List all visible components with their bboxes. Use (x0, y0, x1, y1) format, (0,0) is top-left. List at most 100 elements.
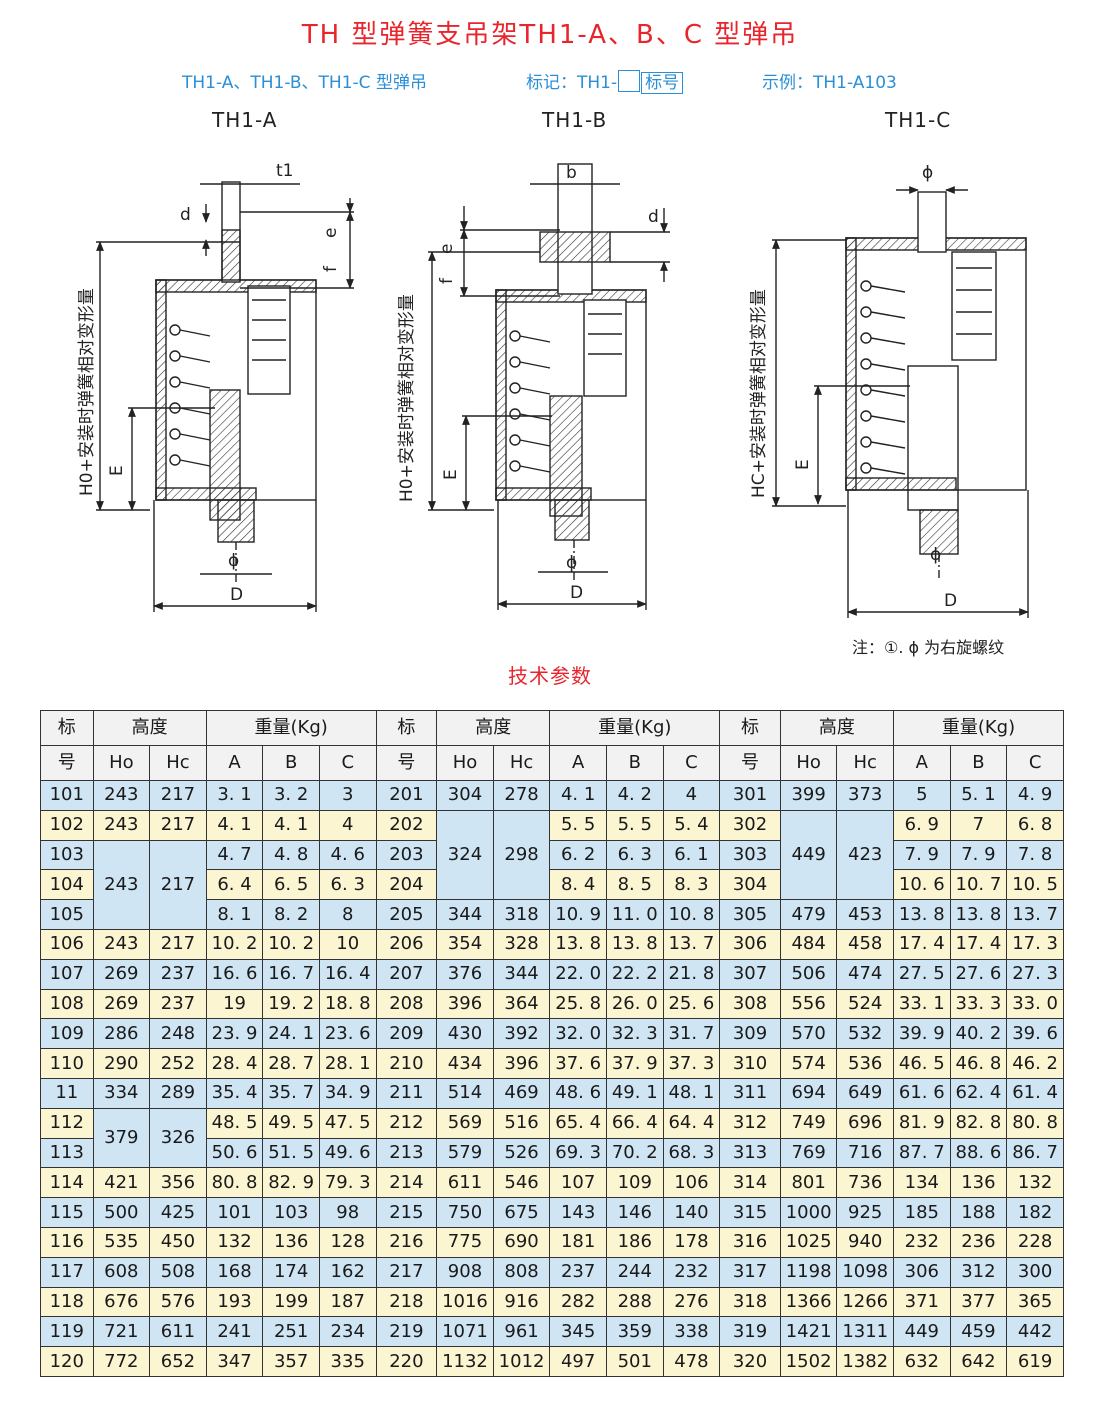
table-cell: 306 (893, 1256, 951, 1288)
table-cell: 749 (779, 1107, 838, 1139)
table-cell: 35. 7 (262, 1077, 320, 1109)
table-cell: 243 (92, 839, 151, 930)
table-cell: 109 (605, 1167, 664, 1199)
table-cell: 306 (719, 928, 781, 960)
table-cell: 304 (436, 780, 494, 811)
header-c: C (318, 745, 377, 781)
header-row-2: 号 Ho Hc A B C 号 Ho Hc A B C 号 Ho Hc A B … (40, 745, 1064, 781)
table-cell: 13. 8 (549, 928, 607, 960)
table-cell: 304 (719, 869, 781, 901)
table-cell: 8. 5 (605, 869, 664, 901)
table-cell: 10. 2 (205, 928, 264, 960)
table-cell: 209 (375, 1018, 438, 1050)
table-cell: 10 (318, 928, 377, 960)
header-b: B (605, 745, 664, 781)
table-cell: 1311 (836, 1316, 895, 1348)
header-mark: 标 (719, 710, 781, 746)
table-cell: 199 (262, 1286, 320, 1318)
table-cell: 312 (949, 1256, 1008, 1288)
table-cell: 25. 8 (549, 988, 607, 1020)
table-cell: 282 (549, 1286, 607, 1318)
table-cell: 104 (40, 869, 94, 901)
label-b-f: f (437, 277, 457, 284)
table-cell: 421 (92, 1167, 151, 1199)
table-cell: 642 (949, 1346, 1008, 1377)
drawing-th1-a (96, 181, 354, 612)
label-a-d: d (180, 205, 191, 225)
table-cell: 237 (149, 988, 207, 1020)
table-cell: 4. 2 (605, 780, 664, 811)
table-cell: 65. 4 (549, 1107, 607, 1139)
table-cell: 24. 1 (262, 1018, 320, 1050)
table-cell: 338 (662, 1316, 721, 1348)
table-cell: 17. 3 (1006, 928, 1064, 960)
table-cell: 516 (492, 1107, 551, 1139)
table-cell: 357 (262, 1346, 320, 1377)
table-cell: 474 (836, 958, 895, 990)
label-a-side: H0+安装时弹簧相对变形量 (77, 288, 97, 496)
table-cell: 442 (1006, 1316, 1064, 1348)
table-cell: 961 (492, 1316, 551, 1348)
table-cell: 215 (375, 1197, 438, 1228)
header-row-1: 标 高度 重量(Kg) 标 高度 重量(Kg) 标 高度 重量(Kg) (40, 710, 1064, 746)
table-cell: 237 (149, 958, 207, 990)
table-cell: 479 (779, 899, 838, 930)
model-title-c: TH1-C (885, 108, 952, 132)
table-cell: 112 (40, 1107, 94, 1139)
table-cell: 106 (40, 928, 94, 960)
table-cell: 611 (436, 1167, 494, 1199)
table-cell: 334 (92, 1077, 151, 1109)
label-a-D: D (230, 585, 243, 605)
header-ho: Ho (92, 745, 151, 781)
table-cell: 314 (719, 1167, 781, 1199)
note: 注：①. ϕ 为右旋螺纹 (852, 638, 1005, 657)
table-cell: 18. 8 (318, 988, 377, 1020)
table-cell: 344 (436, 899, 494, 930)
table-cell: 27. 6 (949, 958, 1008, 990)
table-cell: 8. 2 (262, 899, 320, 930)
header-height: 高度 (779, 710, 895, 746)
header-b: B (262, 745, 320, 781)
table-cell: 7. 9 (893, 839, 951, 871)
table-cell: 86. 7 (1006, 1137, 1064, 1169)
table-cell: 4. 1 (549, 780, 607, 811)
table-cell: 243 (92, 928, 151, 960)
table-cell: 87. 7 (893, 1137, 951, 1169)
table-cell: 39. 9 (893, 1018, 951, 1050)
table-cell: 1000 (779, 1197, 838, 1228)
table-cell: 1382 (836, 1346, 895, 1377)
table-cell: 5 (893, 780, 951, 811)
table-cell: 13. 8 (893, 899, 951, 930)
table-cell: 187 (318, 1286, 377, 1318)
header-weight: 重量(Kg) (205, 710, 377, 746)
table-cell: 501 (605, 1346, 664, 1377)
table-cell: 916 (492, 1286, 551, 1318)
table-cell: 220 (375, 1346, 438, 1377)
subtitle-mark: 标记：TH1-标号 (526, 68, 684, 94)
label-b-E: E (441, 469, 461, 480)
table-cell: 19 (205, 988, 264, 1020)
table-cell: 290 (92, 1048, 151, 1079)
table-cell: 396 (436, 988, 494, 1020)
table-cell: 450 (149, 1226, 207, 1258)
table-cell: 6. 3 (605, 839, 664, 871)
header-mark-2: 号 (375, 745, 438, 781)
table-cell: 103 (262, 1197, 320, 1228)
table-cell: 373 (836, 780, 895, 811)
table-cell: 241 (205, 1316, 264, 1348)
header-c: C (662, 745, 721, 781)
drawing-th1-b (428, 163, 670, 610)
label-a-f: f (321, 265, 341, 272)
table-cell: 317 (719, 1256, 781, 1288)
table-cell: 101 (205, 1197, 264, 1228)
table-cell: 736 (836, 1167, 895, 1199)
label-c-phi2: ϕ (930, 545, 941, 565)
table-cell: 696 (836, 1107, 895, 1139)
spec-table: 标 高度 重量(Kg) 标 高度 重量(Kg) 标 高度 重量(Kg) 号 Ho… (40, 710, 1064, 1377)
table-cell: 8. 1 (205, 899, 264, 930)
